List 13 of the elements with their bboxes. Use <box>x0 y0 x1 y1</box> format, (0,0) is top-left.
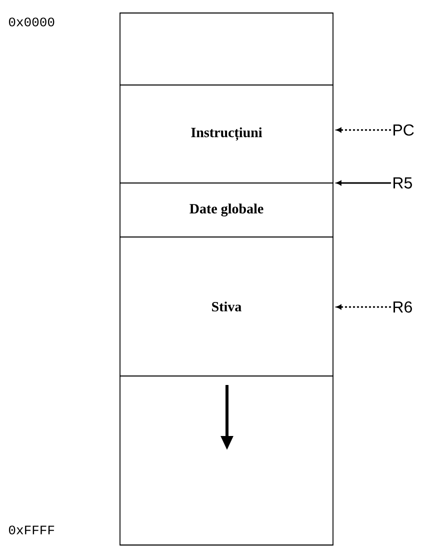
arrow <box>336 180 391 186</box>
address-label: 0xFFFF <box>8 526 54 534</box>
memory-segment: Instrucțiuni <box>120 84 334 184</box>
memory-segment: Stiva <box>120 236 334 376</box>
register-label: R6 <box>394 301 412 313</box>
memory-segment: Date globale <box>120 182 334 238</box>
memory-segment <box>120 12 334 86</box>
memory-segment <box>120 376 334 546</box>
register-label: PC <box>394 124 414 136</box>
register-label: R5 <box>394 177 412 189</box>
arrow <box>336 128 391 132</box>
arrow <box>336 304 391 310</box>
address-label: 0x0000 <box>8 18 54 26</box>
